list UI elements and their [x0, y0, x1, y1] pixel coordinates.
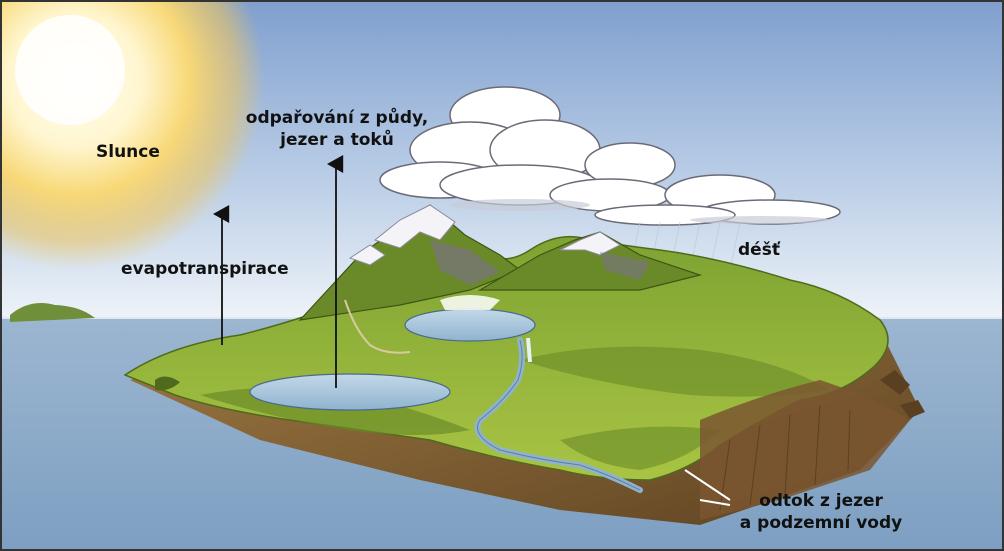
cloud-icon — [379, 86, 841, 226]
evaporation-label-line2: jezer a toků — [280, 130, 394, 150]
upper-lake — [404, 308, 536, 342]
evaporation-label: odpařování z půdy, jezer a toků — [222, 107, 452, 151]
distant-island — [10, 302, 95, 322]
runoff-label-line2: a podzemní vody — [739, 513, 903, 533]
evapotranspiration-label: evapotranspirace — [121, 259, 289, 279]
evaporation-label-line1: odpařování z půdy, — [245, 108, 429, 128]
waterfall — [526, 337, 532, 363]
lower-lake — [249, 373, 451, 411]
rain-label: déšť — [738, 240, 780, 260]
runoff-pointer — [684, 469, 731, 501]
sun-label: Slunce — [96, 142, 160, 162]
runoff-label: odtok z jezer a podzemní vody — [716, 490, 926, 534]
island — [123, 235, 925, 525]
mountains — [298, 204, 703, 321]
runoff-label-line1: odtok z jezer — [759, 491, 883, 511]
